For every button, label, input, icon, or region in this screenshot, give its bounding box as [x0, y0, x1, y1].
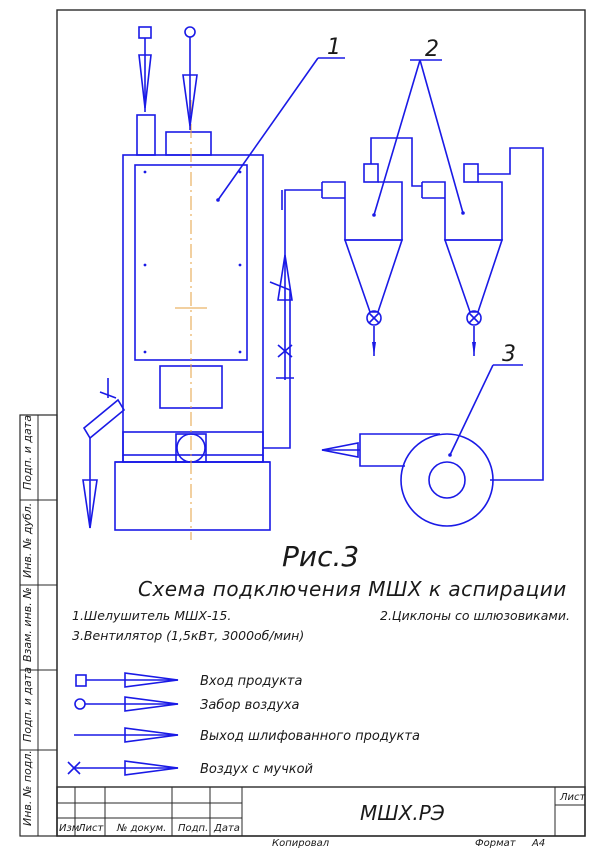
legend-label: Воздух с мучкой	[200, 762, 313, 777]
cyclone-ducts	[370, 137, 544, 481]
legend-dusty-air-symbol	[67, 760, 179, 776]
caption-3: 3.Вентилятор (1,5кВт, 3000об/мин)	[72, 628, 304, 643]
legend-label: Вход продукта	[200, 674, 302, 689]
legend-label: Забор воздуха	[200, 698, 300, 713]
format-value: А4	[531, 838, 545, 848]
husker-machine	[82, 100, 271, 540]
callout-3: 3	[502, 342, 516, 367]
doc-code: МШХ.РЭ	[360, 801, 445, 825]
stamp-label: Инв. № подл.	[21, 750, 34, 826]
caption-1: 1.Шелушитель МШХ-15.	[72, 608, 231, 623]
air-intake-arrow	[182, 26, 198, 130]
cyclone-right	[421, 163, 504, 356]
title-block: МШХ.РЭ Лист Изм Лист № докум. Подп. Дата	[56, 786, 587, 837]
stamp-label: Подп. и дата	[21, 415, 34, 490]
callout-leaders	[216, 57, 523, 457]
caption-2: 2.Циклоны со шлюзовиками.	[380, 608, 570, 623]
legend-air-intake-symbol	[74, 696, 179, 712]
aspiration-duct	[263, 189, 322, 449]
legend-product-inlet-symbol	[75, 672, 179, 688]
callout-1: 1	[327, 35, 341, 60]
copied-label: Копировал	[272, 838, 330, 848]
stamp-label: Взам. инв. №	[21, 587, 34, 662]
stamp-label: Подп. и дата	[21, 667, 34, 742]
callout-2: 2	[425, 37, 439, 62]
col-header: Изм	[59, 823, 80, 834]
col-header: № докум.	[116, 823, 166, 834]
fan	[321, 433, 494, 527]
figure-title: Рис.3	[282, 540, 359, 573]
polished-output-arrow	[82, 438, 98, 529]
format-label: Формат	[475, 838, 517, 848]
col-header: Подп.	[178, 823, 208, 834]
product-inlet-arrow	[138, 26, 152, 112]
legend: Вход продукта Забор воздуха Выход шлифов…	[67, 672, 420, 777]
stamp-label: Инв. № дубл.	[21, 503, 34, 578]
drawing-frame	[56, 9, 586, 837]
figure-subtitle: Схема подключения МШХ к аспирации	[138, 577, 567, 601]
legend-label: Выход шлифованного продукта	[200, 729, 420, 744]
side-stamp: Подп. и дата Инв. № дубл. Взам. инв. № П…	[19, 414, 58, 837]
legend-polished-output-symbol	[74, 727, 179, 743]
col-header: Дата	[213, 823, 240, 834]
col-header: Лист	[77, 823, 105, 834]
cyclone-left	[321, 163, 404, 356]
sheet-label: Лист	[559, 792, 587, 803]
